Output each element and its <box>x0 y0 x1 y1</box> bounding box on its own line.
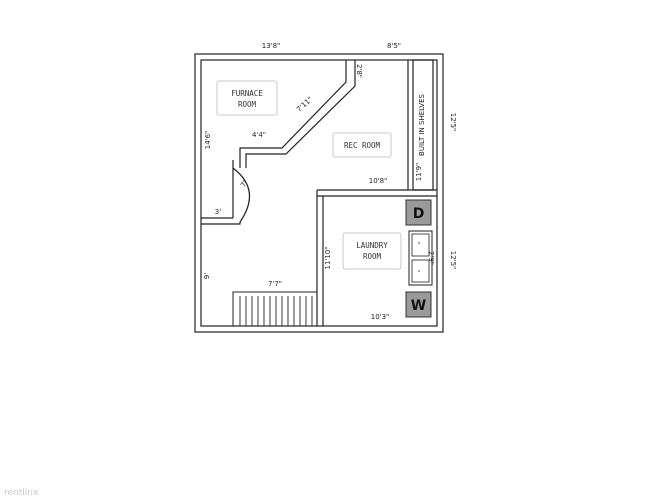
rec-room-label: REC ROOM <box>344 141 381 150</box>
laundry-sink <box>408 230 433 286</box>
dim-laundry-height: 11'10" <box>324 247 332 270</box>
dim-diag: 7'11" <box>295 95 314 113</box>
furnace-lower-wall <box>201 160 241 225</box>
dim-shelf-height: 11'9" <box>415 163 423 182</box>
dim-door: 7' <box>239 179 249 189</box>
dim-small: 3' <box>215 208 221 216</box>
furnace-room-box <box>216 80 278 116</box>
shelves-label: BUILT IN SHELVES <box>418 94 426 156</box>
sink-basin-1 <box>411 233 430 257</box>
washer <box>405 291 432 318</box>
dim-top-left: 13'8" <box>262 42 281 50</box>
dim-furnace-width: 4'4" <box>252 131 266 139</box>
dim-left-lower: 9' <box>203 273 211 279</box>
dim-laundry-width: 10'3" <box>371 313 390 321</box>
laundry-room-label-1: LAUNDRY <box>356 241 388 250</box>
dim-rec-width: 10'8" <box>369 177 388 185</box>
laundry-room-box <box>342 232 402 270</box>
rec-room-box <box>332 132 392 158</box>
dim-top-right: 8'5" <box>387 42 401 50</box>
sink-basin-2 <box>411 259 430 283</box>
furnace-room-label-2: ROOM <box>238 100 257 109</box>
dim-sink: 2'9" <box>427 251 435 265</box>
outer-wall <box>194 53 444 333</box>
stair-treads <box>239 296 313 326</box>
dryer <box>405 199 432 226</box>
watermark: rentlinx <box>4 488 39 498</box>
laundry-wall <box>316 189 437 326</box>
stairs <box>232 291 318 327</box>
furnace-room-wall <box>239 60 356 168</box>
dim-right-upper: 12'5" <box>449 113 457 132</box>
dim-diag-top: 2'8" <box>355 64 363 78</box>
laundry-room-label-2: ROOM <box>363 252 382 261</box>
inner-outline <box>200 59 438 327</box>
dryer-label: D <box>413 206 425 222</box>
dim-right-lower: 12'5" <box>449 251 457 270</box>
door-swing <box>232 167 251 223</box>
dim-left-upper: 14'6" <box>204 131 212 150</box>
furnace-room-label-1: FURNACE <box>231 89 263 98</box>
dim-stairs-width: 7'7" <box>268 280 282 288</box>
washer-label: W <box>411 298 426 314</box>
